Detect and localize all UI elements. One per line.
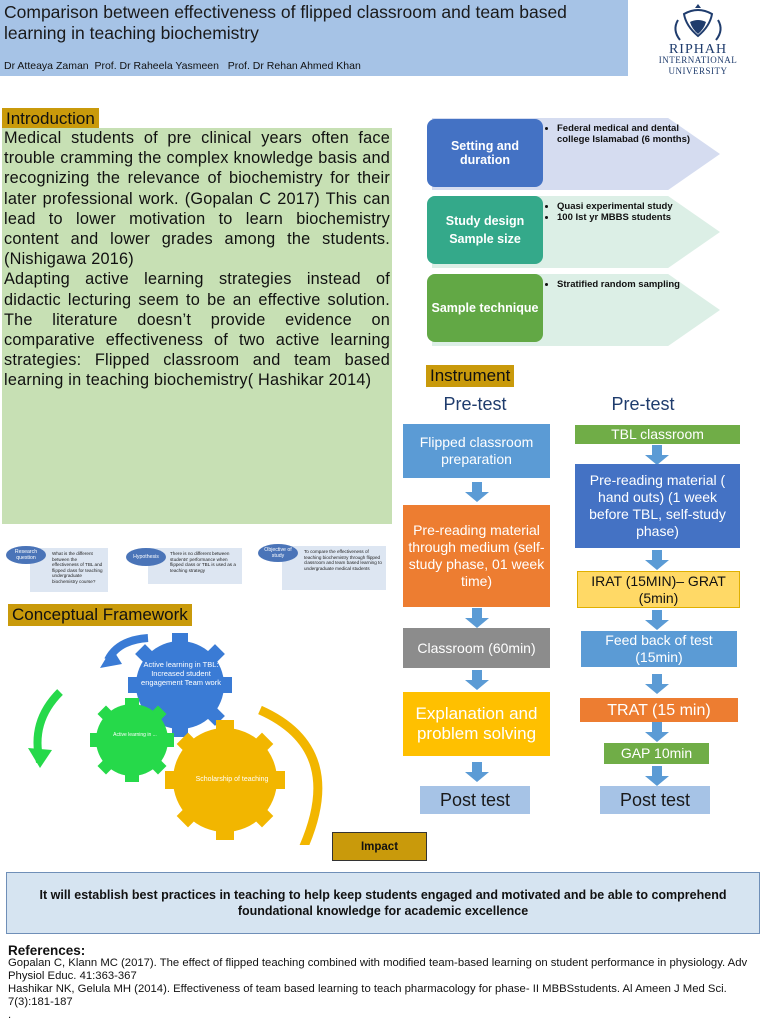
technique-box: Sample technique bbox=[427, 274, 543, 342]
design-bullets: Quasi experimental study 100 Ist yr MBBS… bbox=[546, 201, 706, 224]
right-step-gap: GAP 10min bbox=[604, 743, 709, 764]
down-arrow-icon bbox=[645, 445, 669, 465]
poster-title: Comparison between effectiveness of flip… bbox=[4, 2, 567, 43]
right-step-prereading: Pre-reading material ( hand outs) (1 wee… bbox=[575, 464, 740, 548]
right-posttest: Post test bbox=[600, 786, 710, 814]
references: References: Gopalan C, Klann MC (2017). … bbox=[8, 944, 762, 1022]
left-posttest: Post test bbox=[420, 786, 530, 814]
setting-bullet-1: Federal medical and dental college Islam… bbox=[557, 123, 706, 145]
research-question-text: What is the different between the effect… bbox=[52, 551, 103, 584]
right-step-feedback: Feed back of test (15min) bbox=[581, 631, 737, 667]
design-bullet-1: Quasi experimental study bbox=[557, 201, 706, 213]
setting-box: Setting and duration bbox=[427, 119, 543, 187]
objective-text: To compare the effectiveness of teaching… bbox=[304, 549, 382, 571]
technique-bullets: Stratified random sampling bbox=[546, 279, 706, 291]
down-arrow-icon bbox=[465, 482, 489, 502]
logo-name: RIPHAH bbox=[668, 42, 728, 57]
introduction-para2: Adapting active learning strategies inst… bbox=[4, 270, 390, 390]
down-arrow-icon bbox=[645, 550, 669, 570]
reference-item: Gopalan C, Klann MC (2017). The effect o… bbox=[8, 957, 748, 982]
university-logo bbox=[628, 0, 768, 76]
design-bullet-2: 100 Ist yr MBBS students bbox=[557, 212, 706, 224]
down-arrow-icon bbox=[645, 674, 669, 694]
reference-item: . bbox=[8, 1009, 12, 1021]
technique-bullet-1: Stratified random sampling bbox=[557, 279, 706, 291]
objective-circle: Objective of study bbox=[258, 544, 298, 562]
left-step-explanation: Explanation and problem solving bbox=[403, 692, 550, 756]
references-heading: References: bbox=[8, 943, 86, 958]
university-name: RIPHAH INTERNATIONAL UNIVERSITY bbox=[628, 42, 768, 77]
instrument-label: Instrument bbox=[426, 365, 515, 387]
framework-label: Conceptual Framework bbox=[8, 604, 192, 626]
down-arrow-icon bbox=[465, 670, 489, 690]
design-box: Study design Sample size bbox=[427, 196, 543, 264]
crest-icon bbox=[674, 4, 722, 41]
left-step-flipped: Flipped classroom preparation bbox=[403, 424, 550, 478]
reference-item: Hashikar NK, Gelula MH (2014). Effective… bbox=[8, 983, 727, 1008]
right-pretest: Pre-test bbox=[594, 392, 692, 416]
down-arrow-icon bbox=[645, 766, 669, 786]
hypothesis-text: There is no different between students' … bbox=[170, 551, 236, 573]
impact-box: Impact bbox=[332, 832, 427, 861]
introduction-text: Medical students of pre clinical years o… bbox=[2, 128, 392, 524]
left-step-prereading: Pre-reading material through medium (sel… bbox=[403, 505, 550, 607]
setting-bullets: Federal medical and dental college Islam… bbox=[546, 123, 706, 145]
down-arrow-icon bbox=[645, 610, 669, 630]
authors-line: Dr Atteaya Zaman Prof. Dr Raheela Yasmee… bbox=[4, 60, 361, 72]
green-gear-text: Active learning in ... bbox=[113, 732, 157, 738]
framework-diagram bbox=[28, 633, 323, 845]
logo-sub2: UNIVERSITY bbox=[668, 66, 728, 76]
poster-header bbox=[0, 0, 628, 76]
introduction-label: Introduction bbox=[2, 108, 99, 130]
blue-gear-text: Active learning in TBL: Increased studen… bbox=[141, 660, 221, 687]
left-step-classroom: Classroom (60min) bbox=[403, 628, 550, 668]
objective-box: To compare the effectiveness of teaching… bbox=[282, 546, 386, 590]
design-box-sample: Sample size bbox=[449, 232, 521, 246]
research-question-circle: Research question bbox=[6, 546, 46, 564]
logo-sub1: INTERNATIONAL bbox=[658, 55, 738, 65]
right-step-irat: IRAT (15MIN)– GRAT (5min) bbox=[577, 571, 740, 608]
down-arrow-icon bbox=[645, 722, 669, 742]
gold-arrow-icon bbox=[258, 705, 323, 845]
right-step-tbl: TBL classroom bbox=[575, 425, 740, 444]
left-pretest: Pre-test bbox=[426, 392, 524, 416]
scholarship-text: Scholarship of teaching bbox=[195, 776, 269, 783]
green-gear-icon bbox=[90, 698, 174, 782]
design-box-title: Study design bbox=[445, 214, 525, 228]
down-arrow-icon bbox=[465, 762, 489, 782]
introduction-para1: Medical students of pre clinical years o… bbox=[4, 129, 390, 269]
right-step-trat: TRAT (15 min) bbox=[580, 698, 738, 722]
hypothesis-circle: Hypothesis bbox=[126, 548, 166, 566]
conclusion-box: It will establish best practices in teac… bbox=[6, 872, 760, 934]
down-arrow-icon bbox=[465, 608, 489, 628]
